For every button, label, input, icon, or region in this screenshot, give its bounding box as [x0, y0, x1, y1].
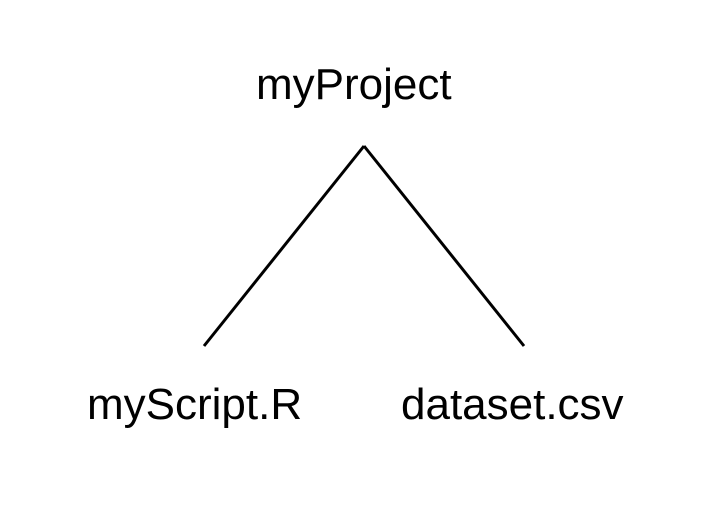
root-node-label: myProject: [256, 60, 452, 109]
child-node-label-dataset: dataset.csv: [401, 380, 624, 429]
edge-root-to-myscript: [202, 145, 366, 347]
child-node-label-myscript: myScript.R: [87, 380, 303, 429]
edge-root-to-dataset: [362, 145, 526, 347]
